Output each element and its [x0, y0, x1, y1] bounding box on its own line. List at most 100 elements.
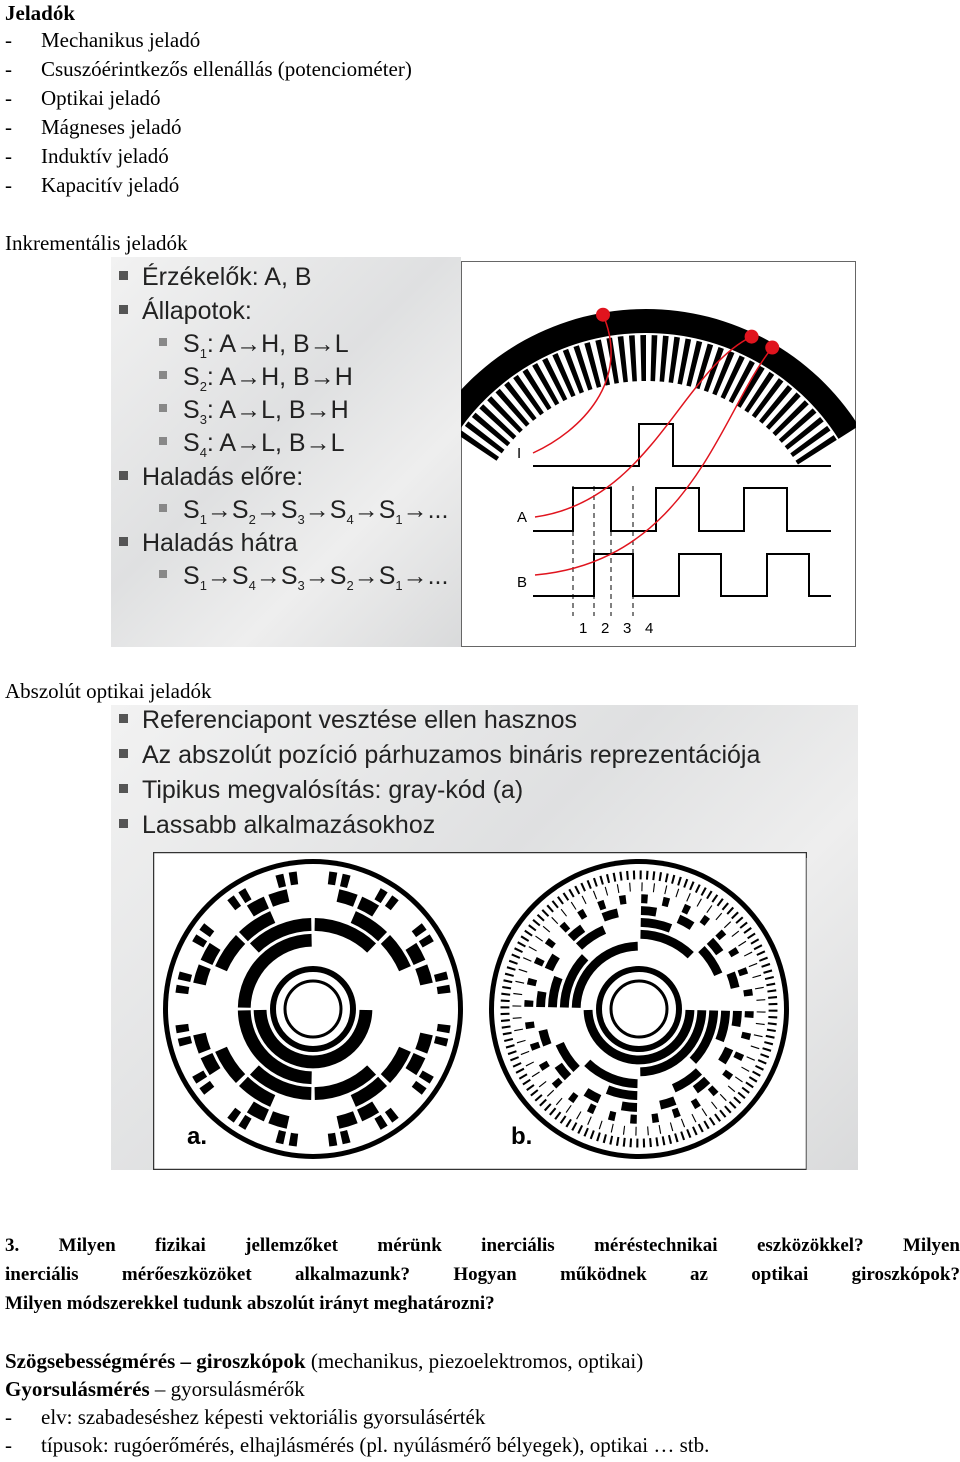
code-segment — [314, 918, 377, 953]
code-segment — [680, 1118, 686, 1128]
code-segment — [192, 934, 208, 948]
code-segment — [175, 1023, 190, 1034]
code-segment — [511, 953, 521, 959]
code-segment — [740, 1031, 752, 1041]
code-segment — [275, 873, 287, 889]
code-segment — [586, 880, 592, 890]
code-segment — [534, 1094, 543, 1102]
code-segment — [501, 992, 511, 996]
code-segment — [546, 904, 554, 913]
code-segment — [746, 1056, 755, 1061]
slide-bullet: Állapotok: — [119, 296, 252, 326]
code-segment — [237, 933, 312, 1008]
code-segment — [522, 1078, 531, 1086]
code-segment — [706, 890, 713, 900]
code-segment — [199, 1080, 215, 1095]
code-segment — [518, 968, 528, 973]
code-segment — [655, 1137, 659, 1147]
slide-text: Haladás előre: — [142, 463, 304, 491]
code-segment — [686, 893, 691, 902]
code-segment — [350, 1076, 388, 1107]
code-segment — [658, 872, 663, 882]
code-segment — [520, 935, 530, 942]
hub-inner-ring — [609, 979, 669, 1039]
code-segment — [215, 934, 246, 972]
code-segment — [750, 1045, 760, 1050]
incremental-slide: Érzékelők: A, B Állapotok: S1: A→H, B→L … — [111, 257, 461, 647]
code-segment — [555, 1097, 563, 1106]
code-segment — [689, 881, 695, 891]
encoder-slot — [573, 345, 593, 391]
sensor-wires — [532, 314, 773, 576]
code-segment — [622, 1125, 626, 1135]
hub-ring — [596, 966, 682, 1052]
code-segment — [268, 889, 290, 907]
code-segment — [516, 1039, 526, 1044]
list-item: -Mechanikus jeladó — [5, 28, 201, 52]
code-segment — [506, 966, 516, 971]
code-segment — [339, 1129, 351, 1145]
code-segment — [714, 1113, 721, 1122]
code-segment — [574, 885, 581, 895]
code-segment — [671, 1068, 703, 1093]
slide-bullet: Lassabb alkalmazásokhoz — [119, 810, 435, 840]
code-segment — [587, 1116, 592, 1125]
slide-bullet: Haladás hátra — [119, 528, 298, 558]
code-segment — [604, 886, 609, 896]
list-item: -Induktív jeladó — [5, 144, 169, 168]
code-segment — [567, 1092, 579, 1104]
sensor-wire-a — [534, 335, 752, 518]
list-item: -elv: szabadeséshez képesti vektoriális … — [5, 1405, 486, 1429]
encoder-slot — [784, 416, 824, 450]
code-segment — [766, 1028, 776, 1033]
waveform-b — [533, 553, 831, 597]
code-segment — [731, 911, 739, 920]
code-segment — [607, 1110, 617, 1122]
code-segment — [750, 938, 760, 945]
code-segment — [525, 1021, 535, 1030]
code-segment — [524, 929, 533, 937]
code-segment — [640, 1010, 707, 1077]
list-item: -Optikai jeladó — [5, 86, 161, 110]
code-segment — [690, 1098, 701, 1110]
code-segment — [766, 982, 776, 987]
encoder-slot — [703, 346, 724, 393]
encoder-outer-track — [461, 309, 856, 439]
code-segment — [560, 908, 567, 917]
code-segment — [683, 878, 689, 888]
code-segment — [288, 871, 299, 886]
code-segment — [694, 884, 701, 893]
code-segment — [615, 1136, 620, 1146]
encoder-slot — [522, 368, 552, 411]
code-segment — [504, 1037, 514, 1043]
gray-code-disk-a — [163, 859, 463, 1159]
answer-line: Gyorsulásmérés – gyorsulásmérők — [5, 1375, 305, 1403]
code-segment — [664, 885, 668, 895]
code-segment — [581, 895, 587, 905]
encoder-slot — [562, 348, 584, 394]
code-segment — [699, 914, 711, 926]
code-segment — [526, 1084, 535, 1091]
code-segment — [708, 1117, 716, 1126]
code-segment — [752, 1070, 761, 1077]
code-segment — [571, 941, 638, 1008]
list-item-text: Mechanikus jeladó — [41, 28, 201, 52]
code-segment — [536, 913, 545, 922]
code-segment — [227, 895, 242, 911]
encoder-slot — [461, 430, 500, 461]
waveform-a — [533, 487, 831, 532]
code-segment — [549, 1107, 557, 1116]
disk-face — [494, 864, 784, 1154]
code-segment — [515, 980, 525, 984]
code-segment — [626, 870, 629, 880]
code-segment — [576, 1111, 582, 1120]
code-segment — [755, 1022, 765, 1026]
code-segment — [649, 1138, 652, 1148]
slide-text: Állapotok: — [142, 297, 252, 325]
code-segment — [765, 1034, 775, 1039]
code-segment — [767, 1022, 777, 1026]
code-segment — [620, 1101, 638, 1112]
code-segment — [658, 1124, 662, 1134]
code-segment — [674, 1133, 679, 1143]
code-segment — [764, 975, 774, 981]
